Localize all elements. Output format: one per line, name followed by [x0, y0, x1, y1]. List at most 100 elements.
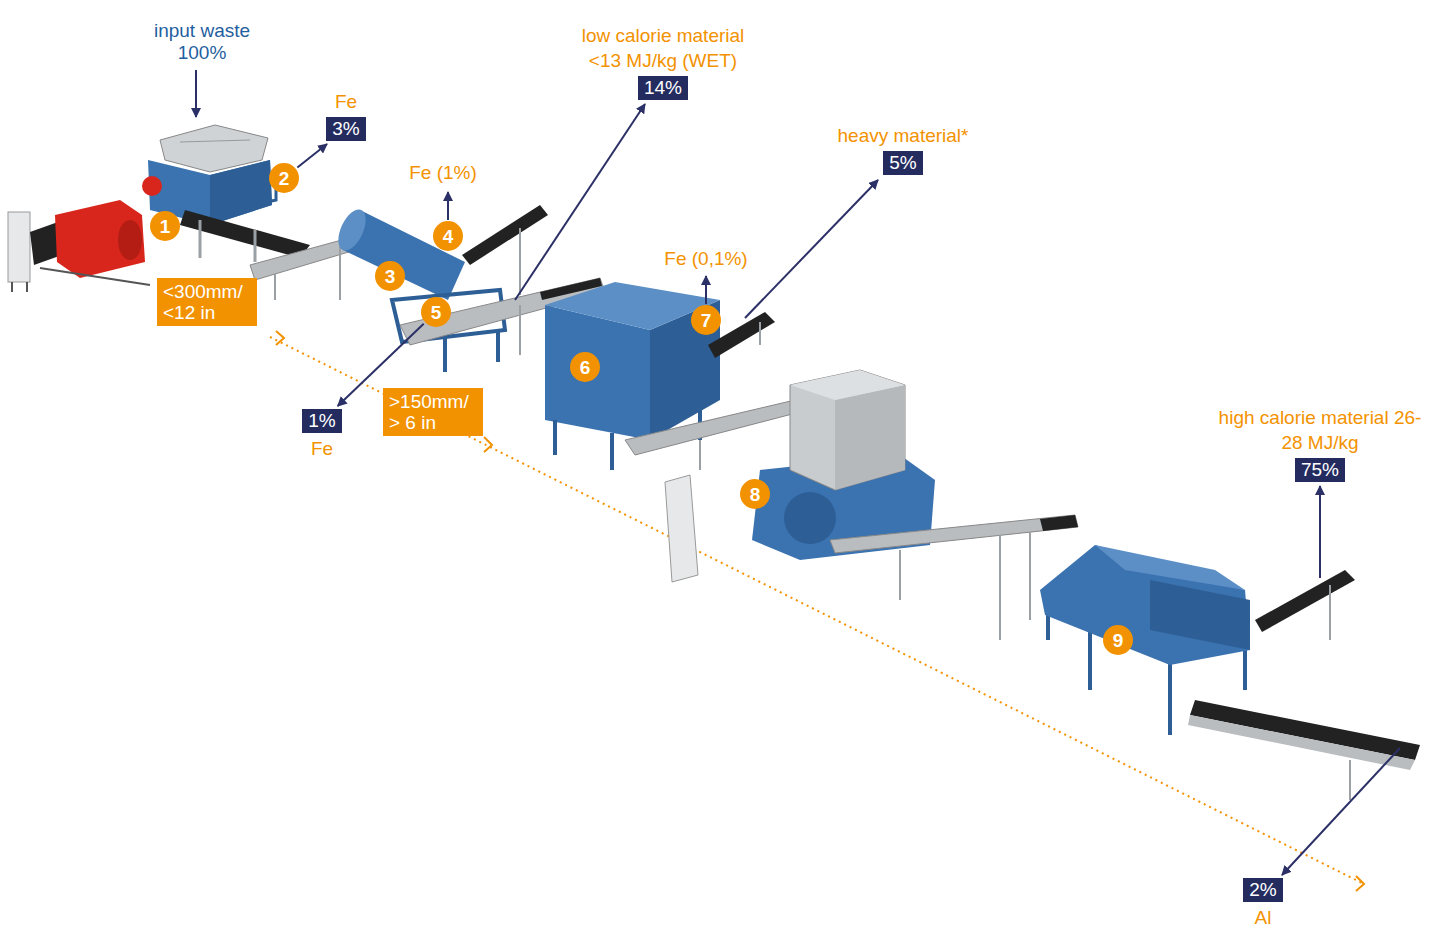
conveyor: [625, 400, 800, 455]
flow-label: Fe (0,1%): [664, 248, 747, 270]
motor: [55, 200, 145, 278]
size-text: <300mm/ <12 in: [163, 281, 251, 323]
leg: [519, 305, 521, 355]
callout-number: 4: [443, 227, 454, 246]
leader-arrow: [1319, 486, 1321, 578]
hopper-edge: [180, 140, 250, 142]
control-cabinet: [665, 475, 698, 582]
callout-circle: 8: [740, 479, 770, 509]
callout-number: 3: [385, 267, 396, 286]
size-text: >150mm/ > 6 in: [389, 391, 477, 433]
leg: [11, 282, 13, 292]
leg: [254, 230, 257, 262]
leg: [443, 335, 447, 372]
size-line: [270, 337, 1362, 883]
flow-label: input waste 100%: [137, 20, 267, 64]
callout-number: 8: [750, 485, 761, 504]
belt: [1040, 515, 1078, 531]
leader-arrow: [1282, 748, 1400, 875]
output-node: heavy material* 5%: [838, 123, 969, 175]
belt: [1255, 570, 1355, 632]
leg: [553, 420, 557, 455]
control-cabinet: [8, 212, 30, 282]
output-heading: Fe: [311, 436, 333, 461]
percent-box: 1%: [302, 409, 341, 433]
leader-arrow: [515, 104, 645, 300]
granulator-hood-side: [835, 385, 905, 490]
belt: [180, 210, 310, 258]
percent-box: 14%: [638, 76, 688, 100]
leader-arrow: [745, 180, 878, 318]
flow-arrow: [297, 144, 327, 167]
percent-box: 5%: [883, 151, 922, 175]
drum-end: [333, 205, 372, 254]
granulator-hood-top: [790, 370, 905, 400]
callout-circle: 4: [433, 221, 463, 251]
chevron: [484, 437, 492, 452]
leg: [339, 246, 341, 300]
magnet-frame: [222, 175, 276, 212]
leg: [274, 274, 276, 300]
leg: [699, 440, 701, 470]
size-box: >150mm/ > 6 in: [383, 388, 483, 436]
output-heading: low calorie material <13 MJ/kg (WET): [563, 23, 763, 73]
callout-number: 2: [279, 169, 290, 188]
conveyor: [1188, 715, 1415, 770]
output-heading: Fe: [335, 89, 357, 114]
percent-box: 3%: [326, 117, 365, 141]
percent-box: 2%: [1243, 878, 1282, 902]
output-heading: heavy material*: [838, 123, 969, 148]
output-heading: high calorie material 26-28 MJ/kg: [1213, 405, 1428, 455]
flywheel: [784, 492, 836, 544]
output-node: low calorie material <13 MJ/kg (WET) 14%: [563, 23, 763, 100]
output-node: 1% Fe: [302, 409, 341, 461]
leg: [1349, 760, 1351, 800]
flow-label: Fe (1%): [409, 162, 477, 184]
chevron: [1356, 876, 1364, 891]
leg: [26, 282, 28, 292]
size-box: <300mm/ <12 in: [157, 278, 257, 326]
base: [40, 268, 150, 285]
leg: [610, 433, 614, 470]
leg: [999, 535, 1001, 640]
callout-circle: 1: [150, 211, 180, 241]
output-node: 2% Al: [1243, 878, 1282, 930]
callout-circle: 5: [421, 297, 451, 327]
callout-circle: 7: [691, 305, 721, 335]
callout-number: 5: [431, 303, 442, 322]
leg: [496, 330, 500, 362]
eddy-separator-top: [1095, 545, 1245, 590]
belt: [462, 205, 548, 265]
leg: [899, 550, 901, 600]
leg: [519, 228, 521, 295]
callout-circle: 9: [1103, 625, 1133, 655]
output-node: high calorie material 26-28 MJ/kg 75%: [1213, 405, 1428, 482]
eddy-separator: [1040, 545, 1250, 665]
callout-number: 9: [1113, 631, 1124, 650]
callout-circle: 6: [570, 352, 600, 382]
shredder-hub: [142, 176, 162, 196]
leg: [759, 322, 761, 345]
callout-circle: 2: [269, 163, 299, 193]
chevron: [276, 331, 284, 345]
callout-number: 6: [580, 358, 591, 377]
leg: [1329, 585, 1331, 640]
shredder-side: [210, 160, 272, 225]
leg: [1029, 532, 1031, 620]
leg: [199, 220, 202, 258]
leader-arrow: [705, 276, 707, 304]
callout-circle: 3: [375, 261, 405, 291]
output-heading: Al: [1255, 905, 1272, 930]
leader-arrow: [195, 70, 197, 117]
output-node: Fe 3%: [326, 89, 365, 141]
eddy-separator-box: [1150, 580, 1250, 650]
percent-box: 75%: [1295, 458, 1345, 482]
granulator-hood: [790, 370, 905, 490]
callout-number: 1: [160, 217, 171, 236]
conveyor: [830, 515, 1078, 553]
leader-arrow: [447, 192, 449, 220]
motor-end: [118, 220, 142, 260]
